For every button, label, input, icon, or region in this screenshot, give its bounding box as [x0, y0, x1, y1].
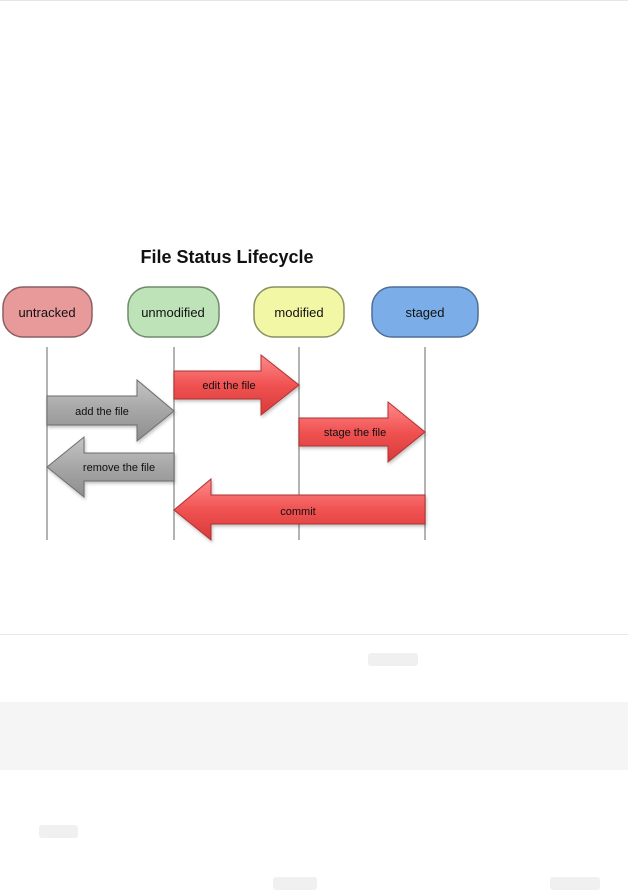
file-status-lifecycle-diagram: File Status Lifecycle untracked unmodifi… [2, 247, 479, 542]
arrow-remove-the-file-shape [46, 435, 175, 499]
inline-code-chip [39, 825, 78, 838]
state-untracked-label: untracked [18, 305, 75, 320]
arrow-commit-label: commit [280, 506, 315, 518]
state-unmodified: unmodified [127, 286, 220, 338]
state-modified-label: modified [274, 305, 323, 320]
arrow-stage-the-file-shape [298, 400, 426, 464]
arrow-add-the-file: add the file [46, 378, 175, 443]
top-rule [0, 0, 628, 1]
state-untracked: untracked [2, 286, 93, 338]
arrow-edit-the-file: edit the file [173, 353, 300, 417]
state-staged: staged [371, 286, 479, 338]
section-divider [0, 634, 628, 635]
state-modified-pill [253, 286, 345, 338]
state-untracked-pill [2, 286, 93, 338]
arrow-stage-the-file-label: stage the file [324, 427, 386, 439]
inline-code-chip [550, 877, 600, 890]
state-staged-label: staged [405, 305, 444, 320]
arrow-add-the-file-shape [46, 378, 175, 443]
arrow-stage-the-file: stage the file [298, 400, 426, 464]
state-unmodified-pill [127, 286, 220, 338]
arrow-commit: commit [173, 477, 426, 542]
state-modified: modified [253, 286, 345, 338]
arrow-commit-shape [173, 477, 426, 542]
code-block [0, 702, 628, 770]
inline-code-chip [273, 877, 317, 890]
arrow-remove-the-file: remove the file [46, 435, 175, 499]
state-staged-pill [371, 286, 479, 338]
diagram-title: File Status Lifecycle [140, 247, 313, 267]
inline-code-chip [368, 653, 418, 666]
arrow-edit-the-file-label: edit the file [202, 380, 255, 392]
arrow-edit-the-file-shape [173, 353, 300, 417]
arrow-add-the-file-label: add the file [75, 406, 129, 418]
arrow-remove-the-file-label: remove the file [83, 462, 155, 474]
state-unmodified-label: unmodified [141, 305, 205, 320]
